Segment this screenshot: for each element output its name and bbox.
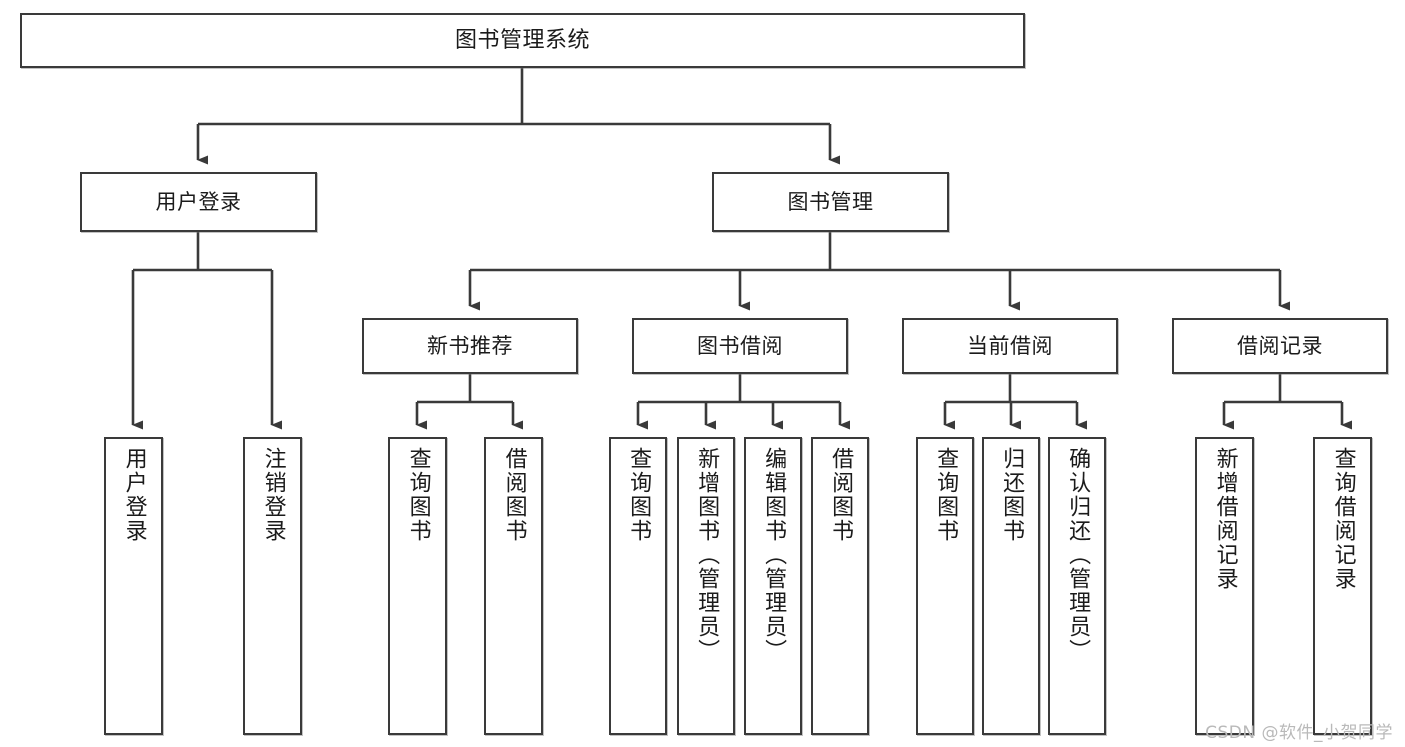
leaf-current-confirm-return-admin[interactable]: 确认归还（管理员） [1048, 437, 1106, 735]
node-label: 当前借阅 [967, 333, 1053, 358]
watermark: CSDN @软件_小贺同学 [1205, 723, 1393, 743]
node-label: 图书管理 [787, 189, 874, 214]
leaf-record-add-record[interactable]: 新增借阅记录 [1195, 437, 1254, 735]
node-label: 查询图书 [405, 447, 431, 543]
node-label: 图书借阅 [697, 333, 783, 358]
leaf-borrow-edit-book-admin[interactable]: 编辑图书（管理员） [744, 437, 802, 735]
leaf-user-login-login[interactable]: 用户登录 [104, 437, 163, 735]
node-label: 用户登录 [155, 189, 242, 214]
node-book-management[interactable]: 图书管理 [712, 172, 949, 232]
leaf-recommend-query-book[interactable]: 查询图书 [388, 437, 447, 735]
node-label: 确认归还（管理员） [1065, 447, 1091, 663]
node-label: 新书推荐 [427, 333, 513, 358]
leaf-recommend-borrow-book[interactable]: 借阅图书 [484, 437, 543, 735]
node-label: 编辑图书（管理员） [761, 447, 787, 663]
node-label: 归还图书 [999, 447, 1025, 543]
node-label: 查询借阅记录 [1330, 447, 1356, 591]
node-label: 图书管理系统 [454, 27, 590, 53]
leaf-borrow-add-book-admin[interactable]: 新增图书（管理员） [677, 437, 735, 735]
node-label: 查询图书 [626, 447, 652, 543]
node-book-borrow[interactable]: 图书借阅 [632, 318, 848, 374]
node-borrow-record[interactable]: 借阅记录 [1172, 318, 1388, 374]
node-label: 用户登录 [121, 447, 147, 543]
node-root-library-system[interactable]: 图书管理系统 [20, 13, 1025, 68]
node-label: 新增借阅记录 [1212, 447, 1238, 591]
node-label: 借阅图书 [501, 447, 527, 543]
leaf-current-return-book[interactable]: 归还图书 [982, 437, 1040, 735]
node-label: 查询图书 [933, 447, 959, 543]
leaf-borrow-borrow-book[interactable]: 借阅图书 [811, 437, 869, 735]
node-label: 借阅记录 [1237, 333, 1323, 358]
node-label: 借阅图书 [828, 447, 854, 543]
leaf-borrow-query-book[interactable]: 查询图书 [609, 437, 667, 735]
leaf-current-query-book[interactable]: 查询图书 [916, 437, 974, 735]
node-label: 新增图书（管理员） [694, 447, 720, 663]
leaf-record-query-record[interactable]: 查询借阅记录 [1313, 437, 1372, 735]
leaf-user-login-logout[interactable]: 注销登录 [243, 437, 302, 735]
node-current-borrow[interactable]: 当前借阅 [902, 318, 1118, 374]
node-label: 注销登录 [260, 447, 286, 543]
node-new-book-recommend[interactable]: 新书推荐 [362, 318, 578, 374]
node-user-login[interactable]: 用户登录 [80, 172, 317, 232]
